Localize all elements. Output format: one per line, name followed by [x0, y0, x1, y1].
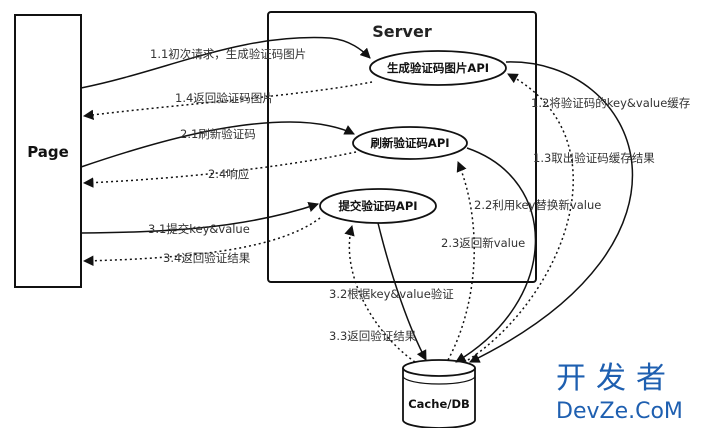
page-node: Page	[14, 14, 82, 288]
watermark-cn: 开发者	[556, 361, 676, 396]
edge-3-2	[377, 222, 427, 361]
edge-3-1	[80, 202, 319, 234]
watermark-en: DevZe.CoM	[556, 399, 683, 424]
label-1-2: 1.2将验证码的key&value缓存	[531, 96, 690, 110]
label-2-2: 2.2利用key替换新value	[474, 198, 601, 212]
api-refresh-label: 刷新验证码API	[370, 136, 449, 150]
label-1-1: 1.1初次请求，生成验证码图片	[150, 47, 306, 61]
label-2-4: 2.4响应	[208, 167, 249, 181]
server-label: Server	[372, 22, 432, 41]
edge-2-2	[455, 147, 537, 363]
edge-3-4	[82, 217, 321, 267]
edge-2-4	[82, 151, 357, 188]
watermark: 开发者 DevZe.CoM	[556, 361, 683, 424]
edge-1-4	[82, 81, 373, 121]
label-3-4: 3.4返回验证结果	[163, 251, 251, 265]
api-submit-label: 提交验证码API	[338, 199, 417, 213]
edge-2-3	[447, 161, 475, 361]
db-label: Cache/DB	[408, 397, 470, 411]
api-refresh-node: 刷新验证码API	[352, 126, 468, 160]
edge-2-1	[80, 121, 355, 168]
edge-1-2	[469, 61, 634, 363]
db-cylinder: Cache/DB	[402, 359, 476, 428]
api-submit-node: 提交验证码API	[319, 188, 437, 224]
api-generate-node: 生成验证码图片API	[369, 50, 507, 86]
label-1-4: 1.4返回验证码图片	[175, 91, 274, 105]
edge-1-1	[80, 36, 371, 89]
edge-1-3	[467, 73, 574, 361]
api-generate-label: 生成验证码图片API	[387, 61, 489, 75]
label-3-2: 3.2根据key&value验证	[329, 287, 454, 301]
label-3-1: 3.1提交key&value	[148, 222, 250, 236]
page-label: Page	[27, 143, 69, 161]
label-1-3: 1.3取出验证码缓存结果	[533, 151, 655, 165]
label-3-3: 3.3返回验证结果	[329, 329, 417, 343]
label-2-3: 2.3返回新value	[441, 236, 525, 250]
label-2-1: 2.1刷新验证码	[180, 127, 256, 141]
